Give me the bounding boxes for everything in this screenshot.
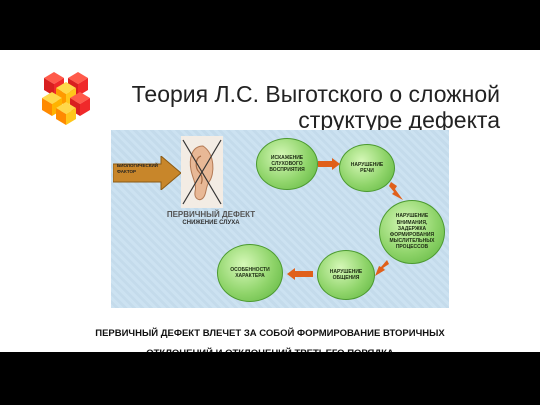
crossed-ear-icon bbox=[182, 139, 222, 205]
biological-factor-label: БИОЛОГИЧЕСКИЙ ФАКТОР bbox=[117, 163, 158, 174]
arrow-down-left-icon bbox=[375, 260, 389, 276]
arrow-right-icon bbox=[318, 158, 340, 170]
title-line-2: структуре дефекта bbox=[298, 107, 500, 134]
slide-title: Теория Л.С. Выготского о сложной структу… bbox=[100, 81, 500, 133]
defect-structure-diagram: БИОЛОГИЧЕСКИЙ ФАКТОР ПЕРВИЧНЫЙ ДЕФЕКТ СН… bbox=[111, 130, 449, 308]
caption-line-2: ОТКЛОНЕНИЙ И ОТКЛОНЕНИЙ ТРЕТЬЕГО ПОРЯДКА bbox=[0, 344, 540, 352]
slide-caption: ПЕРВИЧНЫЙ ДЕФЕКТ ВЛЕЧЕТ ЗА СОБОЙ ФОРМИРО… bbox=[0, 324, 540, 352]
primary-defect-subtitle: СНИЖЕНИЕ СЛУХА bbox=[182, 220, 240, 226]
cube-cluster-logo-icon bbox=[42, 72, 90, 125]
slide: Теория Л.С. Выготского о сложной структу… bbox=[0, 50, 540, 352]
node-communication-disorder: НАРУШЕНИЕ ОБЩЕНИЯ bbox=[317, 250, 375, 300]
node-character-traits: ОСОБЕННОСТИ ХАРАКТЕРА bbox=[217, 244, 283, 302]
title-line-1: Теория Л.С. Выготского о сложной bbox=[131, 81, 500, 108]
primary-defect-title: ПЕРВИЧНЫЙ ДЕФЕКТ bbox=[166, 210, 256, 219]
primary-defect-label: ПЕРВИЧНЫЙ ДЕФЕКТ СНИЖЕНИЕ СЛУХА bbox=[161, 210, 261, 227]
node-attention-thinking: НАРУШЕНИЕ ВНИМАНИЯ, ЗАДЕРЖКА ФОРМИРОВАНИ… bbox=[379, 200, 445, 264]
biological-factor-arrow-icon bbox=[113, 156, 182, 190]
arrow-left-icon bbox=[287, 268, 313, 280]
arrow-down-right-icon bbox=[389, 182, 403, 200]
node-speech-disorder: НАРУШЕНИЕ РЕЧИ bbox=[339, 144, 395, 192]
ear-image bbox=[181, 136, 223, 208]
node-auditory-perception: ИСКАЖЕНИЕ СЛУХОВОГО ВОСПРИЯТИЯ bbox=[256, 138, 318, 190]
caption-line-1: ПЕРВИЧНЫЙ ДЕФЕКТ ВЛЕЧЕТ ЗА СОБОЙ ФОРМИРО… bbox=[95, 328, 445, 339]
